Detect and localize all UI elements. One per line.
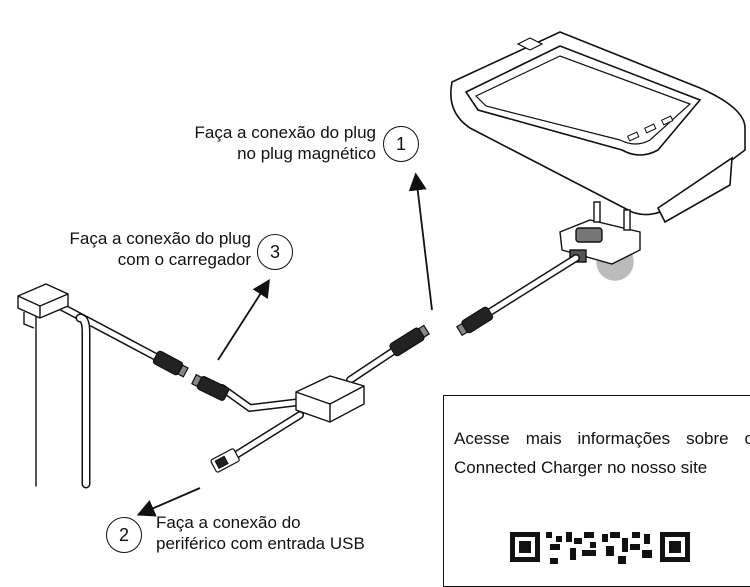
arrow-3: [217, 278, 270, 361]
info-box: Acesse mais informações sobre o Connecte…: [443, 395, 750, 587]
callout-2-line2: periférico com entrada USB: [156, 534, 365, 553]
callout-2-line1: Faça a conexão do: [156, 513, 301, 532]
callout-2-number: 2: [106, 517, 142, 553]
callout-1-text: Faça a conexão do plug no plug magnético: [100, 122, 376, 164]
callout-1-line2: no plug magnético: [237, 144, 376, 163]
qr-code[interactable]: [510, 532, 710, 572]
callout-3-text: Faça a conexão do plug com o carregador: [0, 228, 251, 270]
callout-2-text: Faça a conexão do periférico com entrada…: [156, 512, 446, 554]
arrow-2: [136, 487, 201, 517]
callout-3-line2: com o carregador: [117, 250, 251, 269]
callout-1-number: 1: [383, 126, 419, 162]
connection-diagram: [17, 31, 746, 517]
cables: [35, 254, 580, 489]
splitter-box: [295, 375, 365, 423]
callout-3-number: 3: [257, 234, 293, 270]
callout-3-line1: Faça a conexão do plug: [69, 229, 251, 248]
tablet-device: [450, 31, 746, 224]
magnetic-plug: [559, 201, 641, 281]
wall-charger: [17, 283, 69, 329]
info-box-text: Acesse mais informações sobre o Connecte…: [454, 429, 750, 477]
callout-1-line1: Faça a conexão do plug: [194, 123, 376, 142]
connector-plugs: [152, 306, 494, 473]
arrow-1: [408, 172, 433, 311]
leader-arrows: [136, 172, 433, 517]
